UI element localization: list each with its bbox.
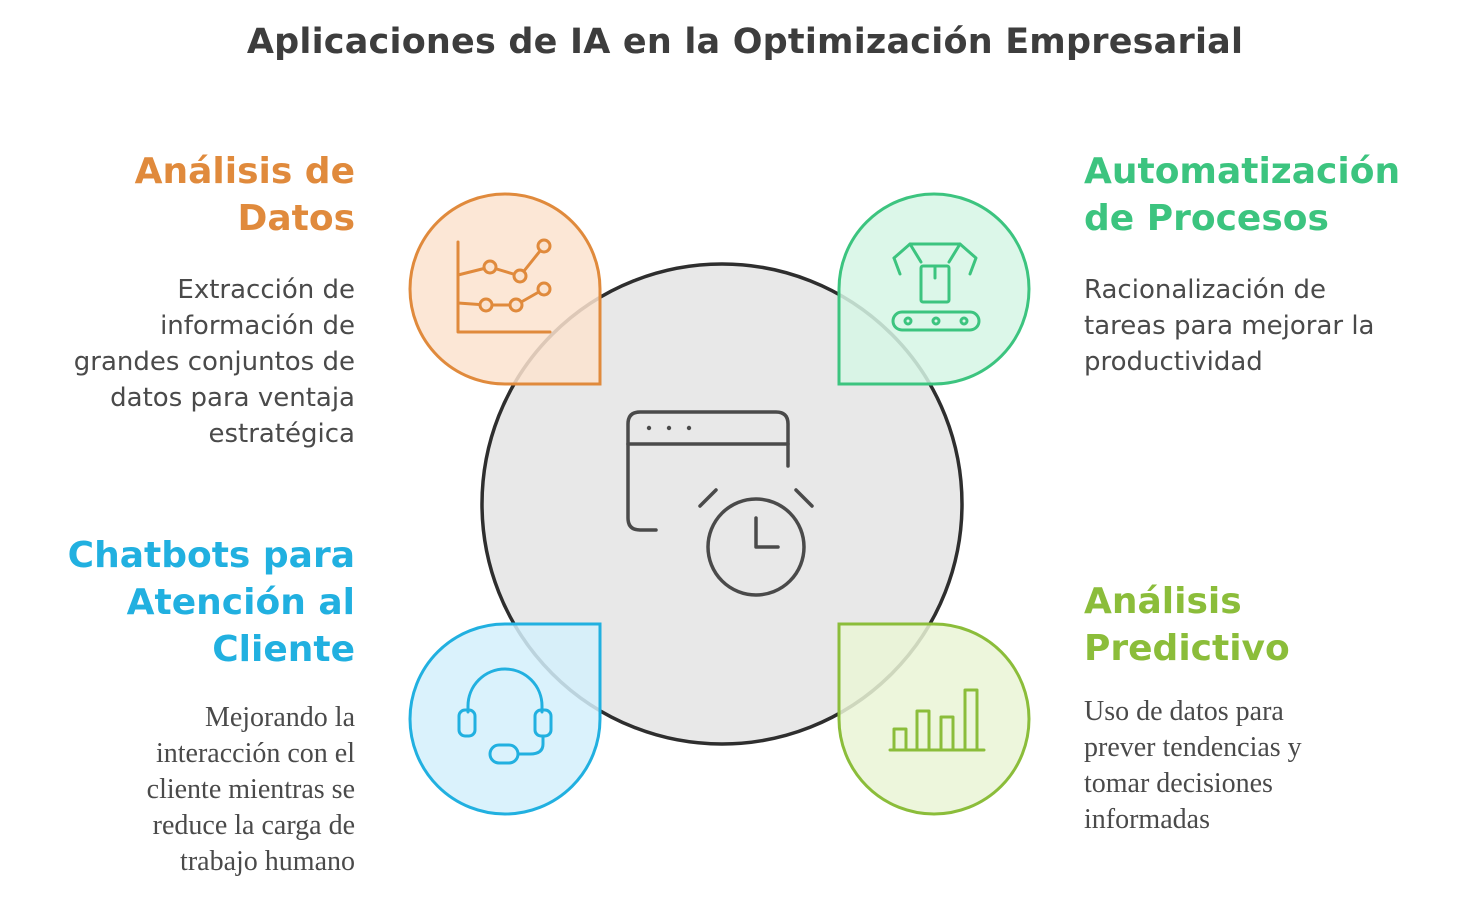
description-line: cliente mientras se bbox=[146, 774, 355, 805]
description-line: Extracción de bbox=[177, 275, 355, 305]
heading-line: Predictivo bbox=[1084, 628, 1290, 669]
description-analisis-predictivo: Uso de datos para prever tendencias y to… bbox=[1084, 694, 1302, 838]
bar-chart-icon bbox=[888, 688, 986, 752]
heading-line: Análisis de bbox=[134, 151, 355, 192]
robot-arm-conveyor-icon bbox=[891, 242, 981, 332]
description-line: estratégica bbox=[208, 419, 355, 449]
drop-shape-analisis-datos bbox=[408, 192, 602, 386]
heading-analisis-predictivo: Análisis Predictivo bbox=[1084, 578, 1290, 672]
heading-analisis-datos: Análisis de Datos bbox=[135, 148, 355, 242]
page-title: Aplicaciones de IA en la Optimización Em… bbox=[246, 22, 1244, 62]
description-line: datos para ventaja bbox=[110, 383, 355, 413]
heading-line: de Procesos bbox=[1084, 198, 1329, 239]
description-line: reduce la carga de bbox=[152, 810, 355, 841]
heading-line: Datos bbox=[237, 198, 355, 239]
description-analisis-datos: Extracción de información de grandes con… bbox=[74, 272, 355, 452]
description-line: productividad bbox=[1084, 347, 1263, 377]
drop-shape-analisis-predictivo bbox=[837, 622, 1031, 816]
description-line: interacción con el bbox=[155, 738, 355, 769]
heading-line: Análisis bbox=[1084, 581, 1242, 622]
description-line: Mejorando la bbox=[204, 702, 355, 733]
drop-shape-chatbots bbox=[408, 622, 602, 816]
drop-shape-automatizacion bbox=[837, 192, 1031, 386]
heading-line: Automatización bbox=[1084, 151, 1401, 192]
description-line: tareas para mejorar la bbox=[1084, 311, 1375, 341]
description-line: informadas bbox=[1084, 804, 1210, 835]
heading-line: Atención al bbox=[126, 582, 355, 623]
heading-line: Cliente bbox=[212, 629, 355, 670]
description-line: Racionalización de bbox=[1084, 275, 1326, 305]
description-line: grandes conjuntos de bbox=[73, 347, 355, 377]
headset-icon bbox=[457, 667, 553, 765]
description-line: tomar decisiones bbox=[1084, 768, 1273, 799]
description-line: Uso de datos para bbox=[1084, 696, 1284, 727]
description-line: trabajo humano bbox=[180, 846, 355, 877]
heading-automatizacion: Automatización de Procesos bbox=[1084, 148, 1400, 242]
browser-clock-icon bbox=[626, 410, 814, 597]
description-line: prever tendencias y bbox=[1084, 732, 1302, 763]
description-chatbots: Mejorando la interacción con el cliente … bbox=[147, 700, 355, 880]
line-chart-icon bbox=[456, 238, 552, 334]
heading-line: Chatbots para bbox=[67, 535, 355, 576]
description-automatizacion: Racionalización de tareas para mejorar l… bbox=[1084, 272, 1375, 380]
description-line: información de bbox=[160, 311, 355, 341]
heading-chatbots: Chatbots para Atención al Cliente bbox=[68, 532, 355, 673]
